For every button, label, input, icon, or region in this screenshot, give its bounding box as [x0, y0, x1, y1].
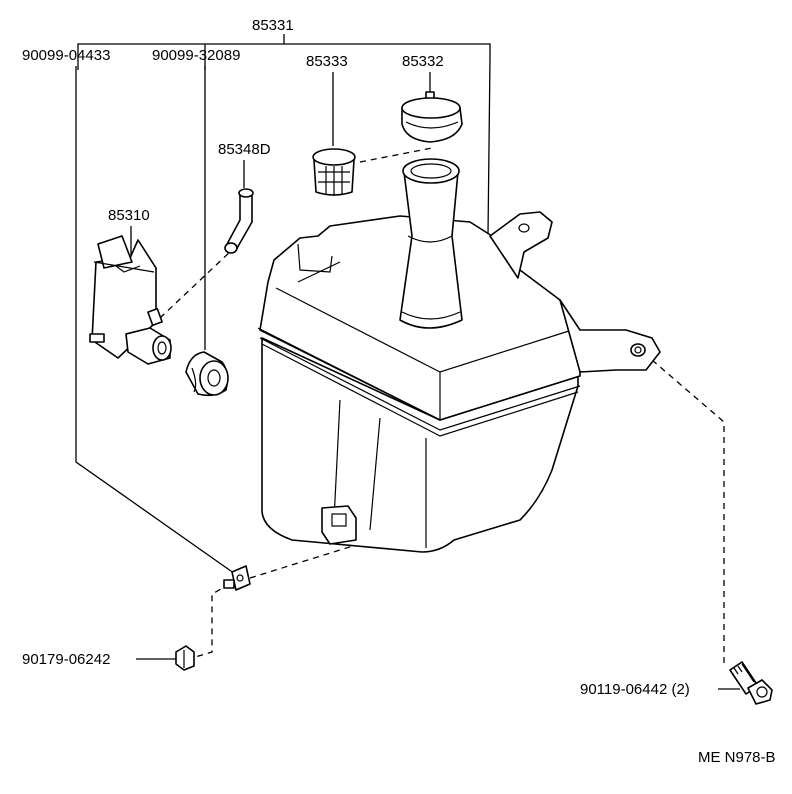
label-85310: 85310	[108, 207, 150, 224]
label-85348D: 85348D	[218, 141, 271, 158]
nut	[175, 645, 195, 671]
label-drawing-code: ME N978-B	[698, 749, 776, 766]
label-85333: 85333	[306, 53, 348, 70]
washer-hose	[224, 188, 254, 254]
hose-clip	[223, 565, 251, 591]
label-90179-06242: 90179-06242	[22, 651, 110, 668]
bolt	[729, 661, 773, 705]
label-85332: 85332	[402, 53, 444, 70]
label-90099-32089: 90099-32089	[152, 47, 240, 64]
label-90119-06442: 90119-06442 (2)	[580, 681, 690, 698]
label-85331: 85331	[252, 17, 294, 34]
grommet	[185, 351, 229, 397]
leader-lines	[75, 34, 740, 690]
label-90099-04433: 90099-04433	[22, 47, 110, 64]
reservoir-cap	[401, 91, 463, 143]
washer-pump	[89, 235, 172, 365]
washer-tank	[257, 158, 661, 553]
assembly-dashed-lines	[159, 147, 725, 664]
strainer	[312, 148, 356, 196]
